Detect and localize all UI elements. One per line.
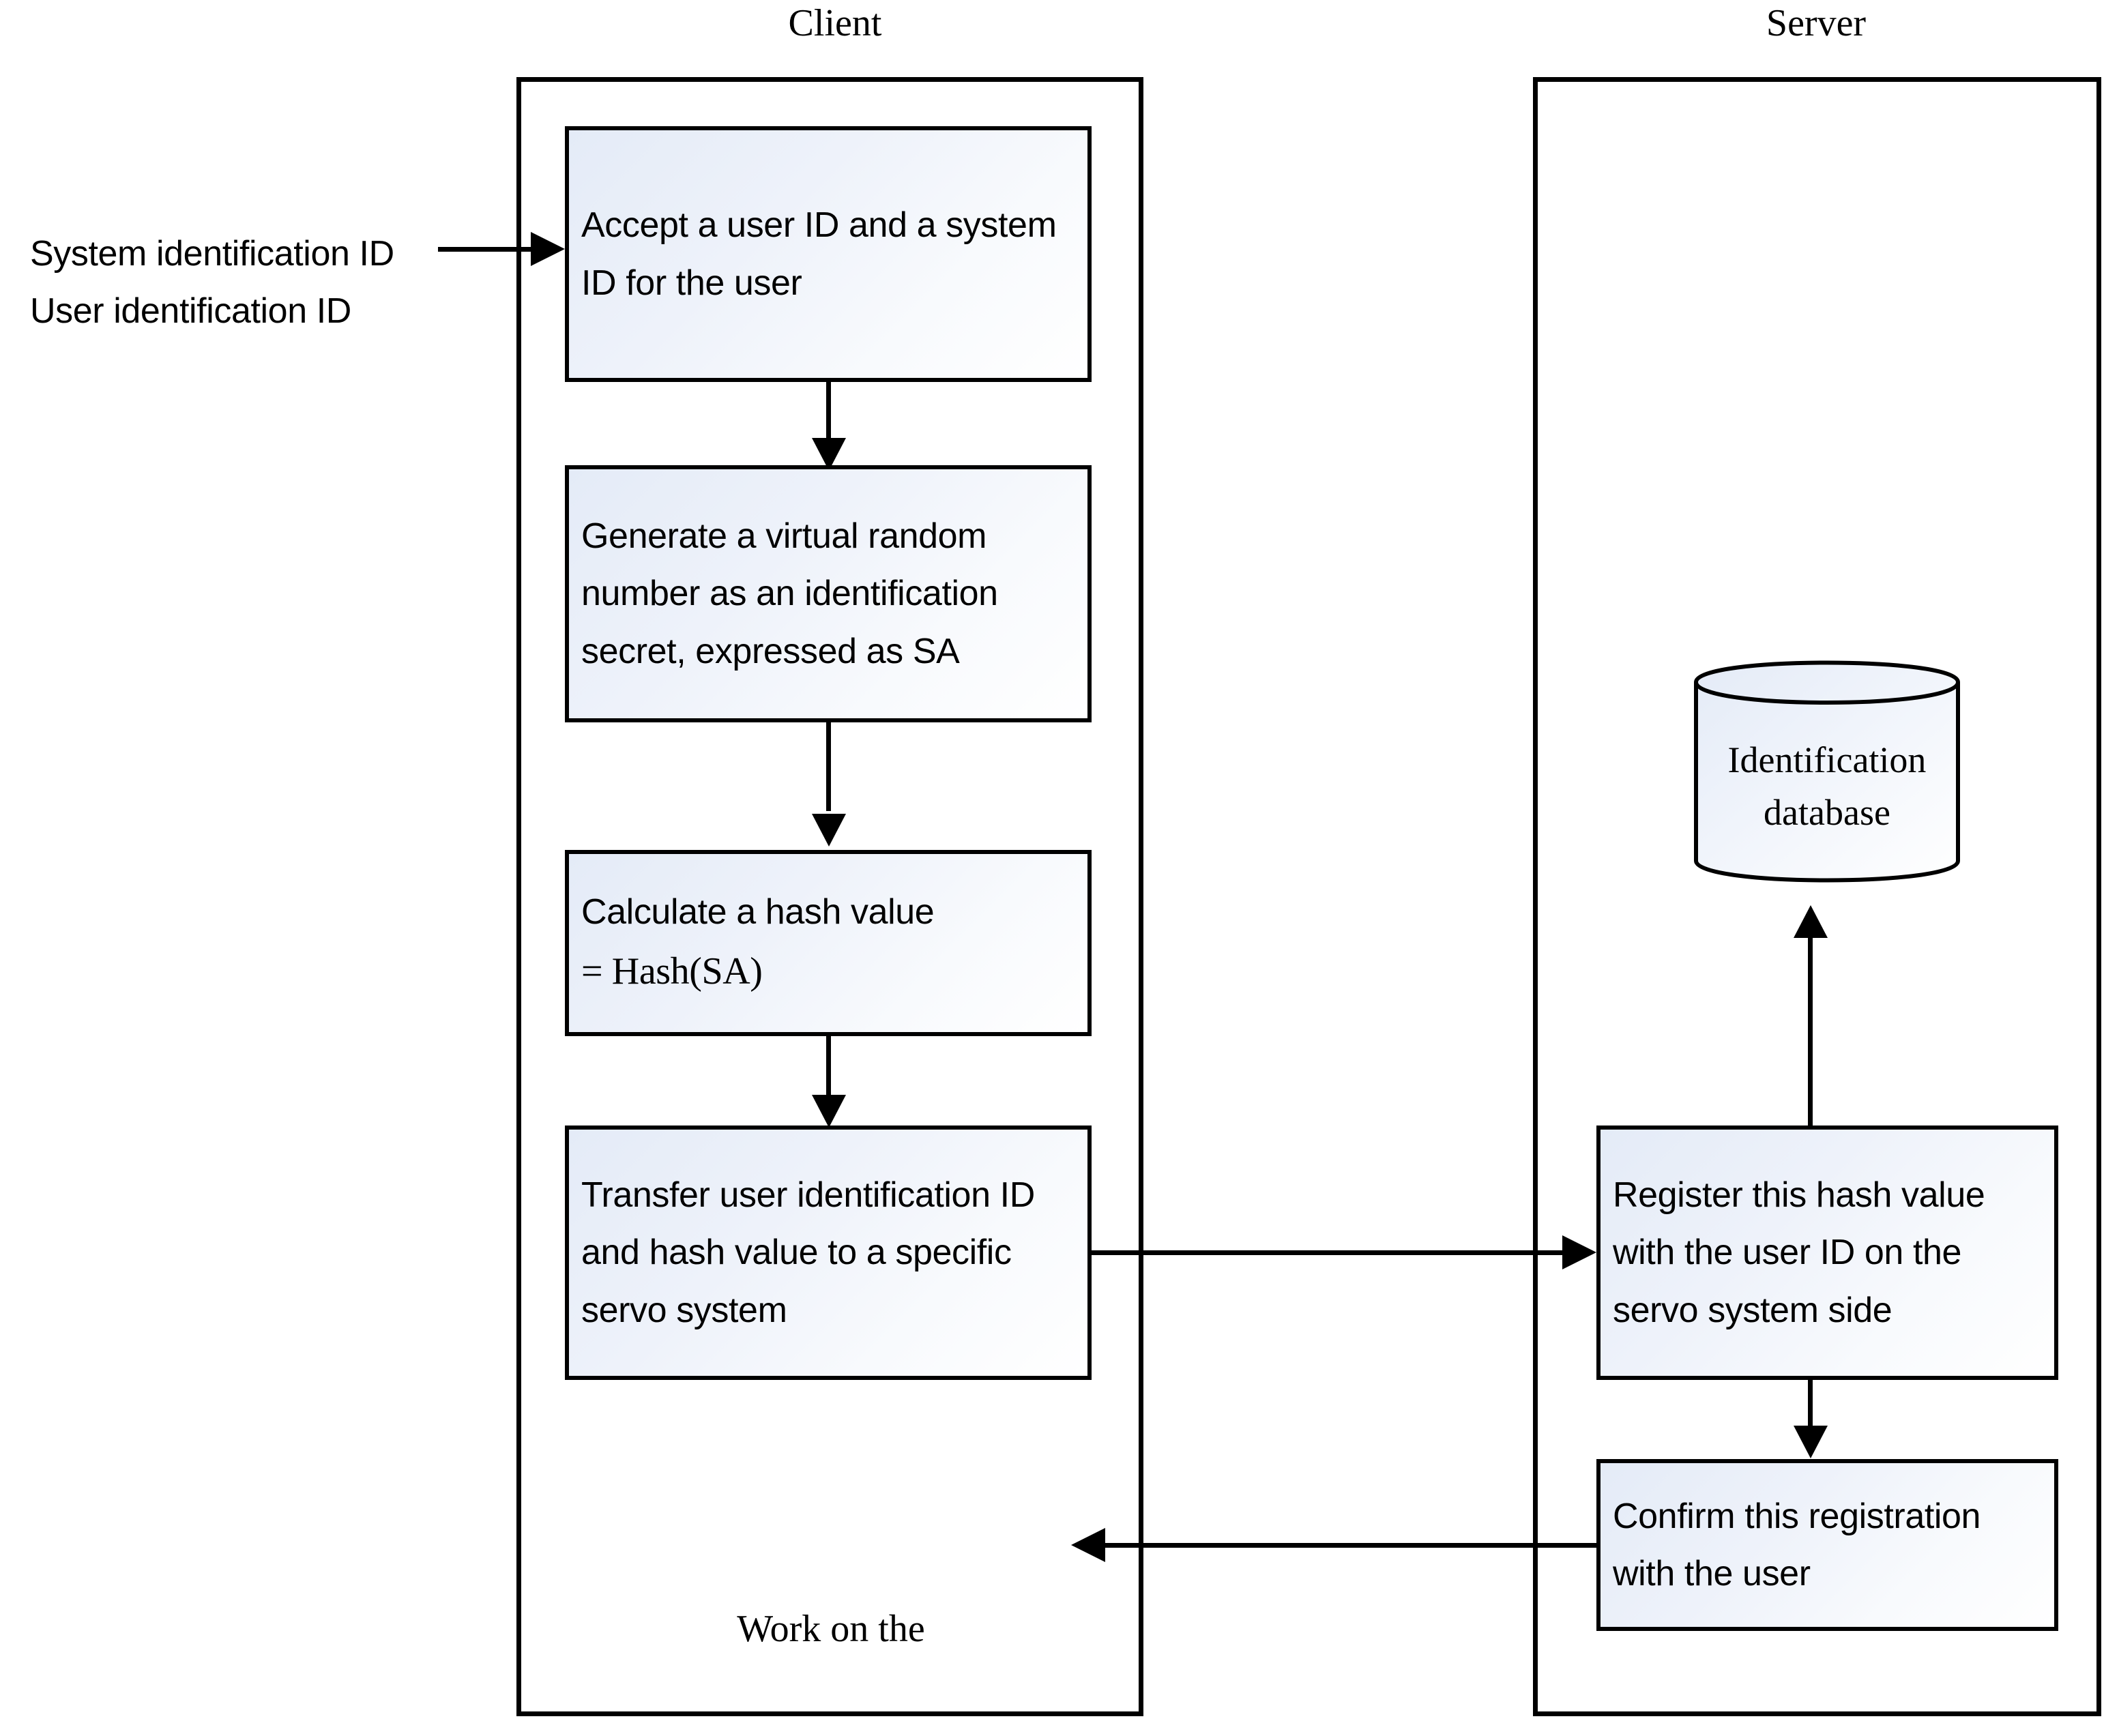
process-box-register[interactable]: Register this hash value with the user I… [1596, 1126, 2058, 1380]
database-cylinder-icon [1694, 660, 1960, 883]
datastore-label: Identification database [1691, 734, 1963, 838]
connector-register-to-database [1808, 935, 1813, 1132]
process-box-hash-label: Calculate a hash value = Hash(SA) [569, 883, 1087, 1003]
client-outcome-line1: Work on the [737, 1608, 925, 1650]
process-box-transfer-label: Transfer user identification ID and hash… [581, 1175, 1035, 1330]
input-label-user-id: User identification ID [30, 291, 351, 331]
process-box-register-label: Register this hash value with the user I… [1613, 1175, 1985, 1330]
process-box-transfer[interactable]: Transfer user identification ID and hash… [565, 1126, 1092, 1380]
arrow-register-to-confirm [1794, 1426, 1828, 1458]
connector-register-to-confirm [1808, 1380, 1813, 1436]
input-label-system-id: System identification ID [30, 234, 394, 274]
process-box-generate-label: Generate a virtual random number as an i… [581, 516, 998, 671]
connector-accept-to-generate [826, 382, 831, 450]
process-box-accept-label: Accept a user ID and a system ID for the… [581, 205, 1057, 303]
datastore-label-line1: Identification [1727, 739, 1927, 780]
connector-confirm-to-client [1104, 1543, 1601, 1548]
connector-transfer-to-register [1092, 1250, 1574, 1255]
connector-hash-to-transfer [826, 1036, 831, 1098]
arrow-generate-to-hash [812, 814, 846, 847]
lane-title-server: Server [1766, 2, 1867, 44]
process-box-generate[interactable]: Generate a virtual random number as an i… [565, 465, 1092, 722]
client-outcome-label: Work on the registration process [640, 1486, 1022, 1736]
process-box-hash-line1: Calculate a hash value [581, 892, 935, 932]
arrow-input-to-accept [531, 232, 565, 266]
arrow-confirm-to-client [1071, 1528, 1105, 1562]
process-box-accept[interactable]: Accept a user ID and a system ID for the… [565, 126, 1092, 382]
datastore-label-line2: database [1764, 791, 1890, 833]
connector-generate-to-hash [826, 722, 831, 811]
arrow-hash-to-transfer [812, 1095, 846, 1128]
connector-input-to-accept [438, 247, 534, 252]
datastore-identification-database[interactable]: Identification database [1691, 641, 1963, 902]
process-box-hash[interactable]: Calculate a hash value = Hash(SA) [565, 850, 1092, 1036]
process-box-confirm-label: Confirm this registration with the user [1613, 1496, 1981, 1593]
arrow-register-to-database [1794, 905, 1828, 938]
lane-title-client: Client [788, 2, 882, 44]
process-box-confirm[interactable]: Confirm this registration with the user [1596, 1459, 2058, 1631]
arrow-transfer-to-register [1562, 1235, 1596, 1269]
lane-server [1533, 77, 2101, 1716]
lane-client [516, 77, 1143, 1716]
process-box-hash-line2: = Hash(SA) [581, 950, 763, 993]
